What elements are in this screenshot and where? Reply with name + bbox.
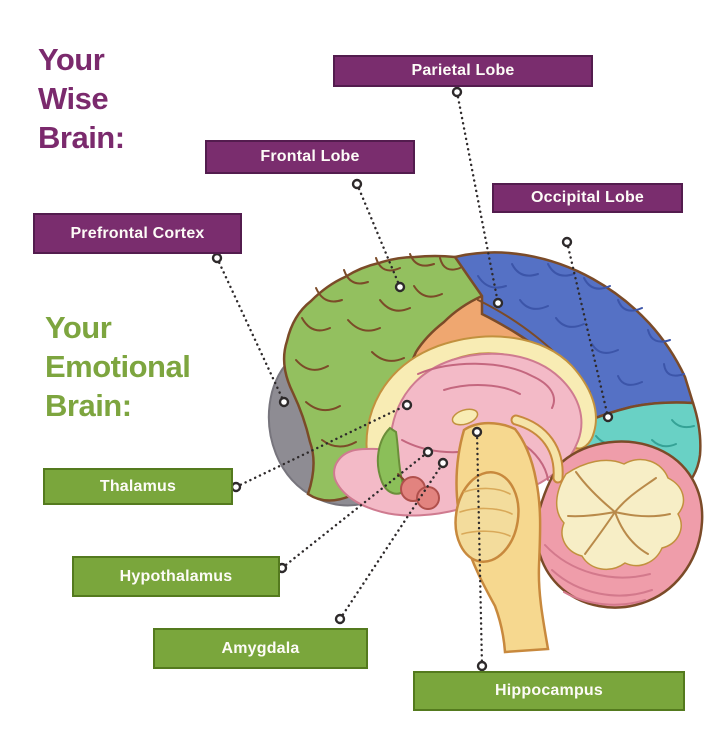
hypothalamus-structure [376, 426, 407, 495]
heading-line: Emotional [45, 349, 191, 384]
heading-line: Brain: [38, 120, 125, 155]
heading-your-emotional-brain: Your Emotional Brain: [45, 308, 191, 425]
connector-line-parietal-lobe [455, 90, 500, 305]
cerebellum-ridges [544, 544, 653, 606]
connector-endpoint-hypothalamus-brain [422, 446, 434, 458]
connector-endpoint-prefrontal-cortex-brain [278, 396, 290, 408]
heading-line: Wise [38, 81, 109, 116]
connector-endpoint-occipital-lobe-label [561, 236, 573, 248]
connector-endpoint-amygdala-brain [437, 457, 449, 469]
connector-line-prefrontal-cortex [215, 256, 286, 404]
connector-endpoint-thalamus-label [230, 481, 242, 493]
label-frontal-lobe: Frontal Lobe [205, 140, 415, 174]
label-parietal-lobe: Parietal Lobe [333, 55, 593, 87]
frontal-lobe-region [282, 254, 484, 502]
label-text: Parietal Lobe [411, 62, 515, 79]
connector-lines [211, 86, 614, 672]
heading-line: Brain: [45, 388, 132, 423]
label-hypothalamus: Hypothalamus [72, 556, 280, 597]
label-prefrontal-cortex: Prefrontal Cortex [33, 213, 242, 254]
fornix [512, 416, 562, 482]
pons [454, 471, 520, 563]
connector-line-thalamus [234, 403, 409, 489]
connector-endpoint-hippocampus-label [476, 660, 488, 672]
connector-endpoint-thalamus-brain [401, 399, 413, 411]
connector-endpoint-frontal-lobe-label [351, 178, 363, 190]
connector-endpoint-parietal-lobe-label [451, 86, 463, 98]
connector-endpoint-amygdala-label [334, 613, 346, 625]
heading-line: Your [38, 42, 105, 77]
connector-line-amygdala [338, 461, 445, 621]
connector-endpoint-prefrontal-cortex-label [211, 252, 223, 264]
label-text: Prefrontal Cortex [70, 224, 205, 242]
label-amygdala: Amygdala [153, 628, 368, 669]
label-text: Occipital Lobe [530, 189, 645, 206]
connector-endpoint-occipital-lobe-brain [602, 411, 614, 423]
label-text: Hypothalamus [119, 567, 233, 585]
connector-line-occipital-lobe [565, 240, 610, 419]
connector-endpoint-frontal-lobe-brain [394, 281, 406, 293]
pons-hatching [459, 487, 513, 537]
pituitary-body-right [416, 486, 440, 510]
label-text: Frontal Lobe [260, 148, 360, 165]
connector-line-hypothalamus [280, 450, 430, 570]
label-thalamus: Thalamus [43, 468, 233, 505]
heading-your-wise-brain: Your Wise Brain: [38, 40, 125, 157]
label-occipital-lobe: Occipital Lobe [492, 183, 683, 213]
label-text: Thalamus [99, 477, 177, 495]
arbor-branches [567, 471, 671, 555]
heading-line: Your [45, 310, 112, 345]
label-text: Hippocampus [495, 682, 603, 699]
connector-endpoint-parietal-lobe-brain [492, 297, 504, 309]
connector-line-hippocampus [475, 430, 484, 668]
label-hippocampus: Hippocampus [413, 671, 685, 711]
connector-endpoint-hippocampus-brain [471, 426, 483, 438]
anterior-commissure [451, 408, 479, 426]
label-text: Amygdala [221, 639, 300, 657]
